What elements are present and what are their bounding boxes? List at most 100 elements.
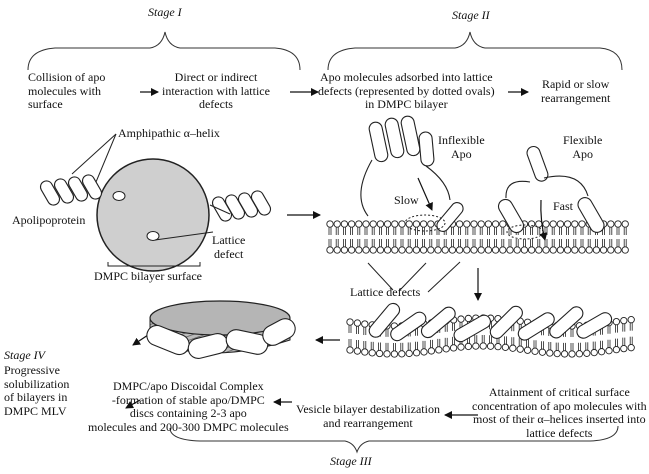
lipid-head	[523, 346, 532, 354]
lipid-head	[333, 220, 341, 228]
slow-arrow	[417, 177, 433, 211]
lipid-head	[578, 246, 586, 254]
lipid-head	[398, 350, 406, 358]
lipid-head	[464, 342, 473, 351]
lipid-head	[441, 246, 449, 254]
lipid-head	[463, 220, 471, 228]
lipid-head	[405, 349, 413, 358]
apolipoprotein-right	[211, 190, 272, 222]
lipid-head	[590, 348, 598, 357]
lipid-head	[597, 348, 606, 356]
lipid-head	[527, 246, 536, 254]
dmpc-bilayer-circle	[96, 158, 210, 272]
stage1-brace	[27, 31, 301, 71]
lipid-head	[501, 343, 510, 351]
stage3-label: Stage III	[330, 454, 372, 468]
lipid-head	[563, 220, 572, 228]
lipid-head	[463, 246, 471, 254]
lipid-head	[346, 346, 354, 354]
stage2-label: Stage II	[452, 8, 490, 22]
lipid-head	[383, 246, 392, 254]
lipid-head	[620, 316, 628, 325]
lipid-head	[620, 344, 628, 353]
slow-label: Slow	[394, 193, 419, 207]
lipid-head	[368, 349, 376, 357]
lipid-head	[527, 220, 536, 228]
lipid-head	[340, 220, 349, 228]
lipid-head	[442, 345, 450, 353]
lipid-head	[383, 220, 392, 228]
lipid-head	[506, 246, 514, 254]
lipid-head	[499, 220, 507, 228]
lipid-head	[563, 246, 572, 254]
lattice-defect-oval-1	[112, 191, 126, 201]
lipid-head	[627, 344, 635, 352]
lipid-head	[542, 246, 550, 254]
lipid-head	[361, 348, 369, 356]
lipid-head	[560, 350, 569, 358]
lipid-head	[516, 345, 524, 353]
lipid-head	[571, 220, 579, 228]
lipid-head	[346, 318, 354, 326]
lipid-head	[614, 220, 622, 228]
lipid-head	[353, 347, 362, 355]
discoidal-complex-text: DMPC/apo Discoidal Complex-formation of …	[88, 379, 289, 434]
lipid-head	[556, 246, 565, 254]
discoidal-complex	[146, 300, 296, 359]
fast-arrow	[539, 199, 548, 241]
lipid-head	[419, 246, 428, 254]
lipid-head	[484, 246, 493, 254]
lipid-head	[361, 320, 369, 328]
lipid-head	[585, 246, 593, 254]
lipid-head	[326, 220, 334, 228]
lipid-head	[494, 342, 502, 351]
lipid-head	[355, 246, 363, 254]
lipid-head	[427, 347, 436, 355]
lipid-head	[542, 220, 550, 228]
lipid-head	[398, 220, 406, 228]
lipid-head	[464, 314, 473, 323]
lipid-head	[575, 350, 584, 358]
lipid-head	[340, 246, 349, 254]
lipid-head	[556, 220, 565, 228]
amphipathic-label: Amphipathic α–helix	[118, 126, 220, 140]
stage1-label: Stage I	[148, 5, 182, 19]
lipid-head	[538, 348, 547, 356]
inflexible-apo	[360, 115, 464, 232]
inserted-apo-helices	[368, 302, 613, 343]
lipid-head	[477, 220, 485, 228]
lipid-head	[607, 246, 615, 254]
lipid-head	[583, 349, 591, 357]
lipid-head	[535, 246, 543, 254]
stage4-label: Stage IV	[4, 348, 45, 362]
arrow-disc-down	[125, 399, 141, 409]
lipid-head	[479, 342, 487, 350]
lipid-head	[470, 246, 478, 254]
lipid-head	[412, 220, 421, 228]
apolipoprotein-label: Apolipoprotein	[12, 213, 86, 227]
lipid-head	[448, 246, 457, 254]
lipid-head	[347, 246, 356, 254]
lipid-head	[553, 349, 561, 358]
lipid-head	[592, 246, 601, 254]
lipid-head	[491, 246, 500, 254]
lipid-head	[405, 246, 413, 254]
lipid-head	[390, 350, 399, 358]
lipid-head	[627, 316, 635, 324]
lipid-head	[549, 220, 557, 228]
lipid-head	[353, 319, 362, 327]
lipid-head	[457, 343, 465, 351]
lipid-head	[621, 246, 629, 254]
lipid-head	[470, 220, 478, 228]
dmpc-surface-label: DMPC bilayer surface	[94, 269, 202, 283]
lipid-head	[355, 220, 363, 228]
lipid-head	[509, 344, 517, 352]
lipid-head	[531, 347, 539, 355]
